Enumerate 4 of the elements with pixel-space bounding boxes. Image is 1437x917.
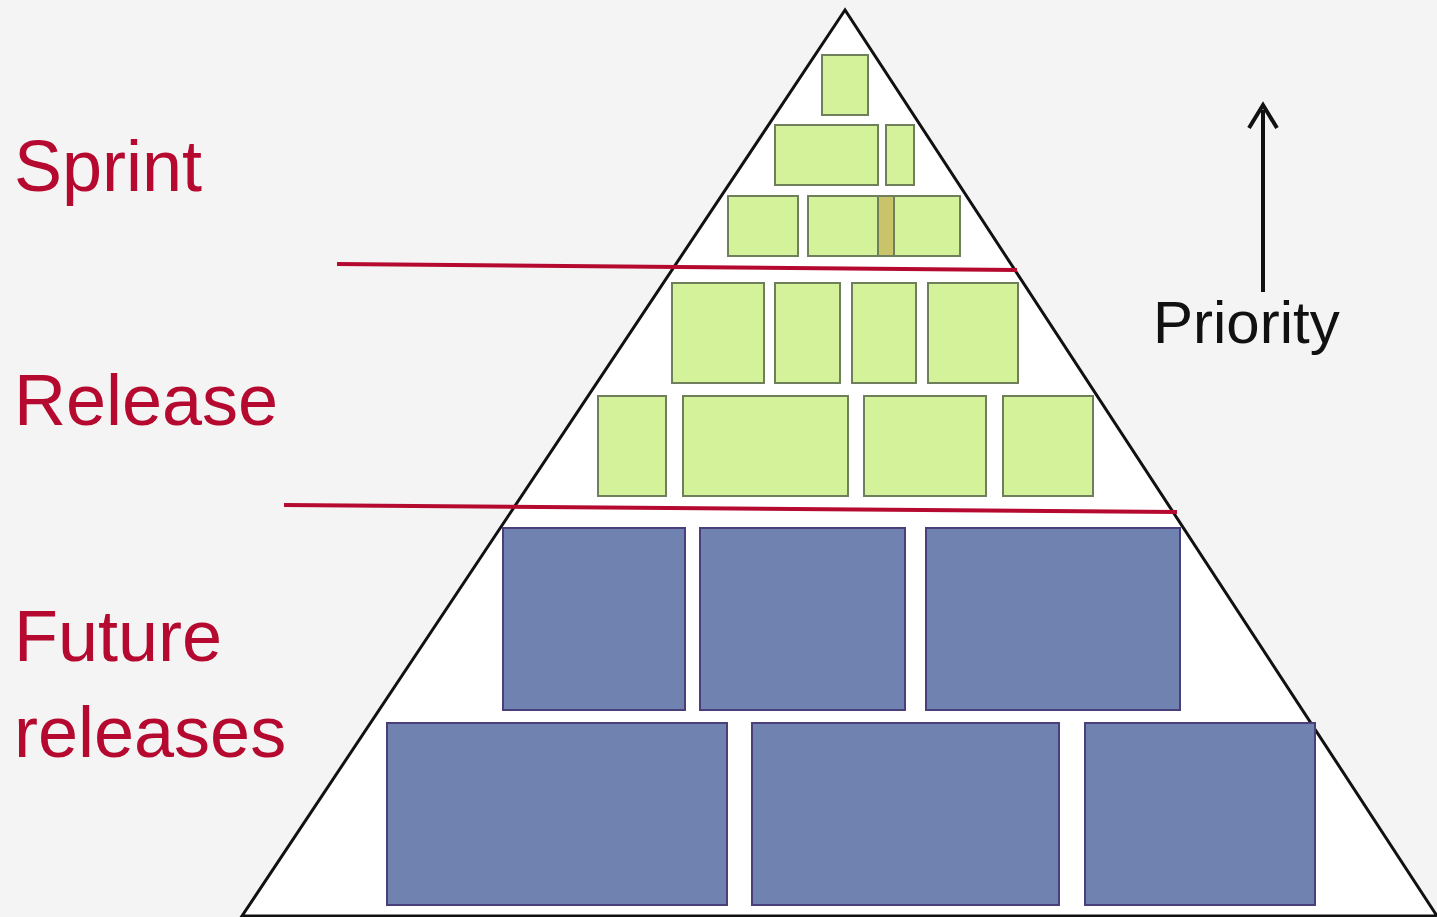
level-label: Sprint — [14, 125, 204, 208]
level-label: Release — [14, 359, 280, 442]
level-label: Future releases — [14, 595, 288, 774]
axis-label: Priority — [1153, 288, 1341, 358]
